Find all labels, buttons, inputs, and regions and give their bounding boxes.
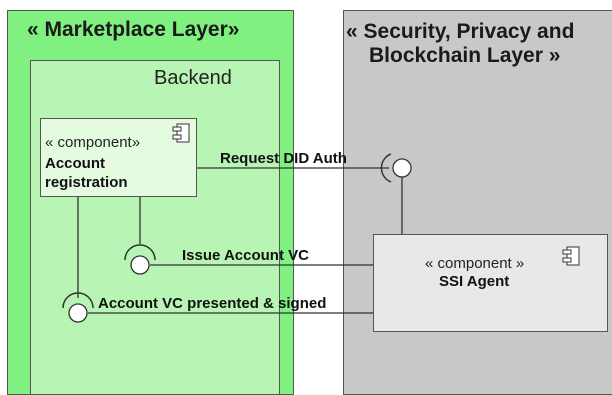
marketplace-layer-title: « Marketplace Layer»: [27, 18, 240, 41]
account-registration-component: [40, 118, 197, 197]
issue-interface-ball: [130, 255, 150, 275]
issue-socket: [124, 244, 156, 261]
component-icon: [562, 246, 580, 266]
request-socket: [380, 153, 392, 183]
presented-interface-ball: [68, 303, 88, 323]
presented-socket: [62, 292, 94, 309]
issue-account-vc-label: Issue Account VC: [182, 247, 309, 264]
security-layer-title-line2: Blockchain Layer »: [369, 44, 561, 67]
request-interface-ball: [392, 158, 412, 178]
account-component-stereotype: « component»: [45, 134, 141, 151]
backend-box: [30, 60, 280, 395]
security-layer-title-line1: « Security, Privacy and: [346, 20, 575, 43]
account-component-name-line2: registration: [45, 174, 128, 191]
component-icon: [172, 123, 190, 143]
account-vc-presented-label: Account VC presented & signed: [98, 295, 327, 312]
account-component-name-line1: Account: [45, 155, 105, 172]
request-did-auth-label: Request DID Auth: [220, 150, 347, 167]
ssi-component-stereotype: « component »: [425, 255, 525, 272]
ssi-component-name: SSI Agent: [439, 273, 510, 290]
backend-label: Backend: [154, 67, 232, 89]
